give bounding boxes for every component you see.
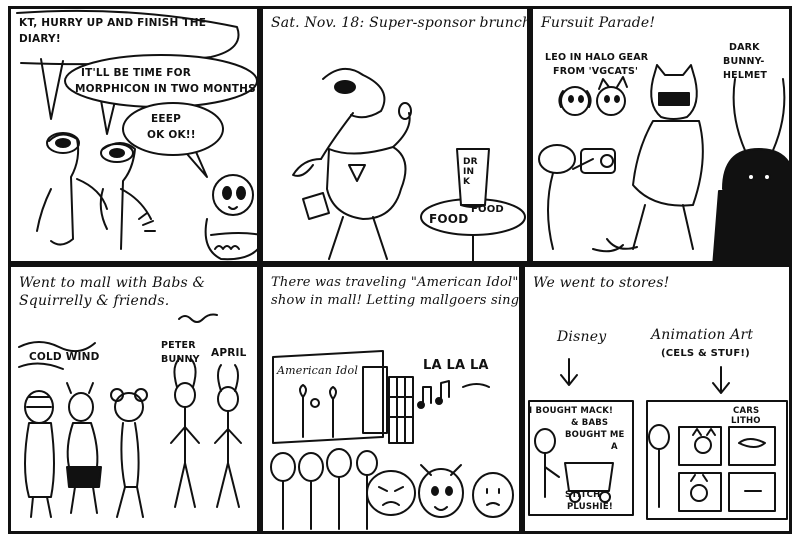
panel-2-caption: Sat. Nov. 18: Super-sponsor brunchcheon! xyxy=(271,15,530,31)
cels-label: (CELS & STUF!) xyxy=(661,348,750,359)
panel-fursuit-parade: Fursuit Parade! LEO IN HALO GEAR FROM 'V… xyxy=(530,6,792,264)
bought-line-2: & BABS xyxy=(571,418,609,428)
animation-art-label: Animation Art xyxy=(651,327,754,343)
leo-label-line-2: FROM 'VGCATS' xyxy=(553,66,639,77)
panel-american-idol: There was traveling "American Idol" show… xyxy=(260,264,522,534)
bought-line-3: BOUGHT ME xyxy=(565,430,625,440)
stitch-line-2: PLUSHIE! xyxy=(567,502,613,512)
peter-bunny-label-line-2: BUNNY xyxy=(161,354,200,365)
speech-bubble-2-line-2: MORPHICON IN TWO MONTHS! xyxy=(75,83,260,95)
food-label-1: FOOD xyxy=(429,212,469,226)
food-label-2: FOOD xyxy=(471,204,504,215)
panel-3-caption: Fursuit Parade! xyxy=(541,15,656,31)
panel-5-drawing xyxy=(270,350,514,530)
la-la-la-text: LA LA LA xyxy=(423,358,489,373)
bunny-label-line-1: DARK xyxy=(729,42,760,53)
disney-label: Disney xyxy=(557,329,607,345)
panel-6-caption: We went to stores! xyxy=(533,275,670,291)
panel-stores: We went to stores! Disney Animation Art … xyxy=(522,264,792,534)
panel-mall-visit: Went to mall with Babs & Squirrelly & fr… xyxy=(8,264,260,534)
panel-6-drawing xyxy=(528,358,788,520)
cars-litho-line-2: LITHO xyxy=(731,416,761,426)
panel-4-caption-line-1: Went to mall with Babs & xyxy=(19,275,206,291)
peter-bunny-label-line-1: PETER xyxy=(161,340,196,351)
cold-wind-label: COLD WIND xyxy=(29,351,100,363)
bought-line-1: I BOUGHT MACK! xyxy=(529,406,614,416)
stitch-line-1: STITCH xyxy=(565,490,601,500)
panel-3-drawing xyxy=(538,64,789,261)
speech-line-2: DIARY! xyxy=(19,33,61,45)
speech-bubble-2-line-1: IT'LL BE TIME FOR xyxy=(81,67,192,79)
cars-litho-line-1: CARS xyxy=(733,406,760,416)
panel-1-drawing xyxy=(16,9,257,261)
april-label: APRIL xyxy=(211,347,247,359)
panel-4-caption-line-2: Squirrelly & friends. xyxy=(19,293,170,309)
speech-bubble-3-line-1: EEEP xyxy=(151,113,182,125)
bunny-label-line-3: HELMET xyxy=(723,70,768,81)
panel-5-caption-line-1: There was traveling "American Idol" xyxy=(271,275,519,290)
panel-5-caption-line-2: show in mall! Letting mallgoers sing! xyxy=(271,293,522,308)
bunny-label-line-2: BUNNY- xyxy=(723,56,765,67)
speech-line-1: KT, HURRY UP AND FINISH THE xyxy=(19,17,207,29)
drink-cup-label: DRINK xyxy=(463,157,478,187)
bought-line-4: A xyxy=(611,442,618,452)
panel-4-drawing xyxy=(18,313,242,518)
american-idol-sign: American Idol xyxy=(277,364,359,377)
panel-2-drawing xyxy=(292,68,526,261)
panel-diary-reminder: KT, HURRY UP AND FINISH THE DIARY! IT'LL… xyxy=(8,6,260,264)
panel-brunchcheon: Sat. Nov. 18: Super-sponsor brunchcheon!… xyxy=(260,6,530,264)
leo-label-line-1: LEO IN HALO GEAR xyxy=(545,52,649,63)
speech-bubble-3-line-2: OK OK!! xyxy=(147,129,196,141)
